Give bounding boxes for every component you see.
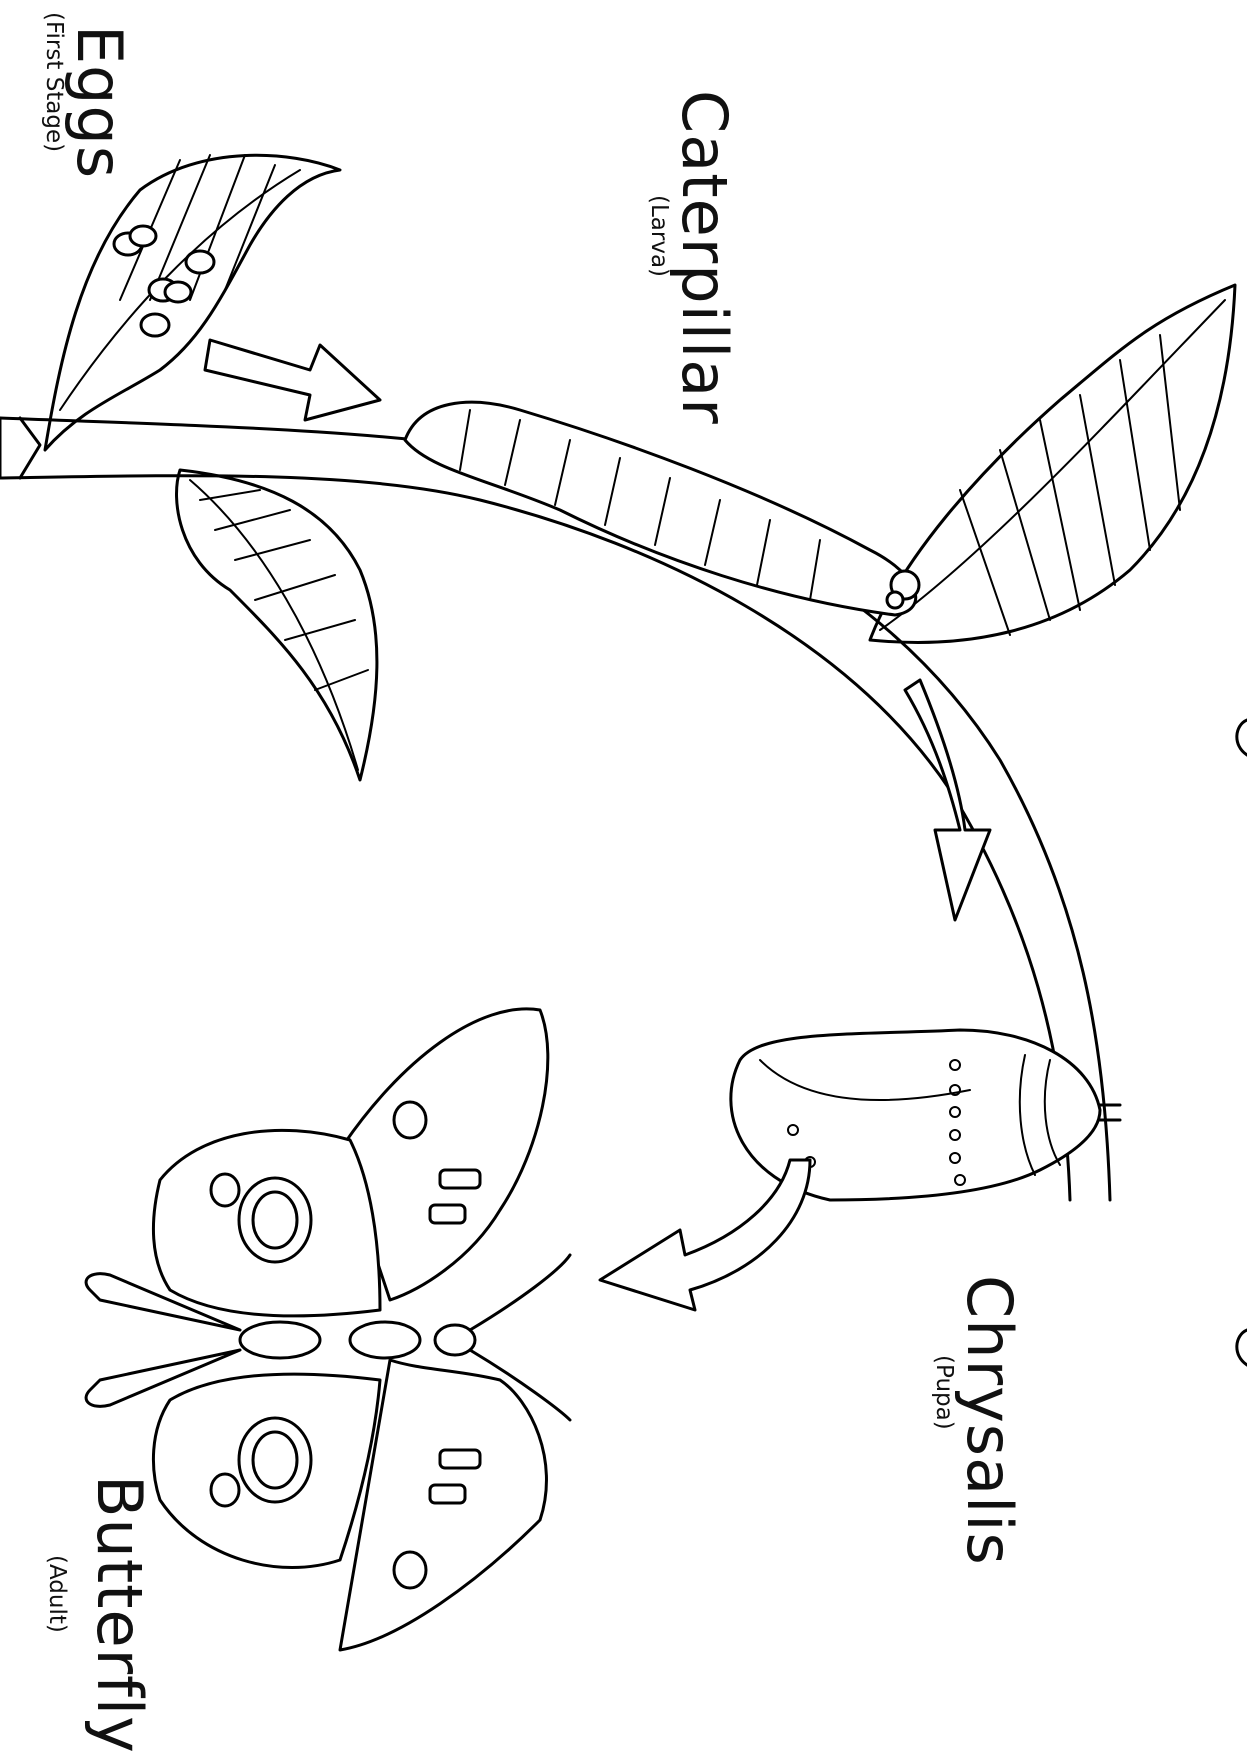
edge-marks: [1237, 720, 1247, 1365]
egg-leaf: [45, 155, 340, 450]
eggs-subtitle: (First Stage): [42, 12, 65, 152]
arrow-caterpillar-to-chrysalis: [905, 680, 990, 920]
butterfly-figure: [86, 1009, 570, 1650]
lower-leaf: [177, 470, 377, 780]
right-leaf: [870, 285, 1235, 642]
arrow-eggs-to-caterpillar: [205, 340, 380, 420]
caterpillar-subtitle: (Larva): [647, 195, 670, 277]
caterpillar-figure: [405, 402, 919, 615]
eggs-title: Eggs: [68, 25, 130, 179]
butterfly-title: Butterfly: [88, 1475, 150, 1754]
caterpillar-title: Caterpillar: [673, 90, 735, 425]
chrysalis-subtitle: (Pupa): [932, 1355, 955, 1430]
chrysalis-title: Chrysalis: [958, 1275, 1020, 1566]
butterfly-subtitle: (Adult): [45, 1555, 68, 1633]
arrow-chrysalis-to-butterfly: [600, 1160, 810, 1310]
